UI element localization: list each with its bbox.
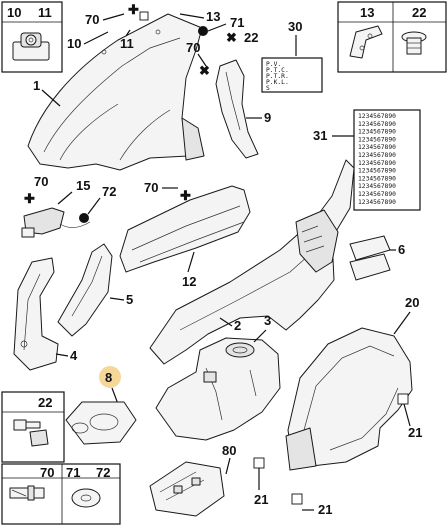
label-30-line-4: P.K.L. (266, 79, 289, 86)
part-5-pillar: 5 (57, 243, 133, 337)
callout-70-d: 70 (144, 180, 158, 195)
label-31-row: 1234567890 (358, 168, 396, 175)
callout-6: 6 (398, 242, 405, 257)
callout-70-a: 70 (85, 12, 99, 27)
box-fastener-10-11: 10 11 (1, 1, 63, 73)
box-bolt-22: 22 (1, 391, 65, 463)
part-4-support: 4 (13, 257, 78, 371)
part-8-highlight: 8 (65, 366, 137, 445)
flat-washer-icon (71, 488, 101, 508)
callout-22: 22 (244, 30, 258, 45)
callout-71: 71 (230, 15, 244, 30)
part-80-fuse-block: 80 (149, 443, 236, 517)
plus-marker-icon: ✚ (128, 2, 139, 17)
label-31-row: 1234567890 (358, 152, 396, 159)
part-12-rail: 12 (119, 185, 251, 289)
label-31-row: 1234567890 (358, 175, 396, 182)
callout-11: 11 (38, 5, 52, 20)
callout-3: 3 (264, 313, 271, 328)
label-31-row: 1234567890 (358, 121, 396, 128)
clip-square-c (253, 457, 265, 469)
label-31-row: 1234567890 (358, 191, 396, 198)
callout-70-c: 70 (34, 174, 48, 189)
label-31-row: 1234567890 (358, 129, 396, 136)
clip-square-b (397, 393, 409, 405)
part-6-brackets: 6 (349, 235, 405, 281)
cross-marker-icon: ✖ (226, 30, 237, 45)
label-31-row: 1234567890 (358, 199, 396, 206)
part-20-liner: 20 21 (285, 295, 422, 471)
label-30-line-1: P.V. (266, 61, 281, 68)
callout-31: 31 (313, 128, 327, 143)
label-31: 31 1234567890123456789012345678901234567… (313, 109, 421, 211)
callout-4: 4 (70, 348, 78, 363)
callout-9: 9 (264, 110, 271, 125)
clip-square-d (291, 493, 303, 505)
callout-2: 2 (234, 318, 241, 333)
callout-12: 12 (182, 274, 196, 289)
callout-30: 30 (288, 19, 302, 34)
callout-70-b: 70 (186, 40, 200, 55)
label-30-line-5: S (266, 85, 270, 92)
clip-bracket-icon (349, 25, 383, 59)
callout-13-box: 13 (360, 5, 374, 20)
black-clip-icon-2 (79, 213, 89, 223)
label-30: 30 P.V. P.T.C. P.T.R. P.K.L. S (261, 19, 323, 93)
cross-marker-icon-2: ✖ (199, 63, 210, 78)
stud-bolt-icon (13, 419, 49, 447)
callout-21-a: 21 (408, 425, 422, 440)
clip-square-a (139, 11, 149, 21)
callout-8: 8 (105, 370, 112, 385)
callout-21-b: 21 (254, 492, 268, 507)
box-bolt-washer-70-71-72: 70 71 72 (1, 463, 121, 525)
label-30-line-3: P.T.R. (266, 73, 289, 80)
callout-5: 5 (126, 292, 133, 307)
bracket-nut-icon (12, 32, 50, 61)
plus-marker-icon-2: ✚ (24, 191, 35, 206)
label-31-row: 1234567890 (358, 136, 396, 143)
callout-1: 1 (33, 78, 40, 93)
part-3-wheelhouse: 3 (155, 313, 281, 441)
plus-marker-icon-3: ✚ (180, 188, 191, 203)
callout-21-c: 21 (318, 502, 332, 517)
label-31-row: 1234567890 (358, 183, 396, 190)
label-31-rows: 1234567890123456789012345678901234567890… (358, 113, 396, 206)
callout-22-c: 22 (38, 395, 52, 410)
callout-80: 80 (222, 443, 236, 458)
callout-72-b: 72 (96, 465, 110, 480)
callout-70-e: 70 (40, 465, 54, 480)
part-15-harness (21, 207, 91, 238)
callout-22-box: 22 (412, 5, 426, 20)
callout-11-b: 11 (120, 36, 134, 51)
label-31-row: 1234567890 (358, 113, 396, 120)
part-9-trim: 9 (215, 59, 271, 159)
callout-10-b: 10 (67, 36, 81, 51)
callout-10: 10 (7, 5, 21, 20)
label-31-row: 1234567890 (358, 144, 396, 151)
callout-13: 13 (206, 9, 220, 24)
push-rivet-icon (401, 31, 427, 55)
hex-bolt-icon (9, 485, 45, 501)
label-30-line-2: P.T.C. (266, 67, 289, 74)
callout-20: 20 (405, 295, 419, 310)
black-clip-icon (198, 26, 208, 36)
callout-71-b: 71 (66, 465, 80, 480)
part-1-front-wing: 1 (27, 13, 205, 171)
box-clip-13: 13 22 (337, 1, 447, 73)
highlight-circle (99, 366, 121, 388)
callout-72: 72 (102, 184, 116, 199)
label-31-row: 1234567890 (358, 160, 396, 167)
callout-15: 15 (76, 178, 90, 193)
part-2-apron: 2 (149, 159, 355, 365)
